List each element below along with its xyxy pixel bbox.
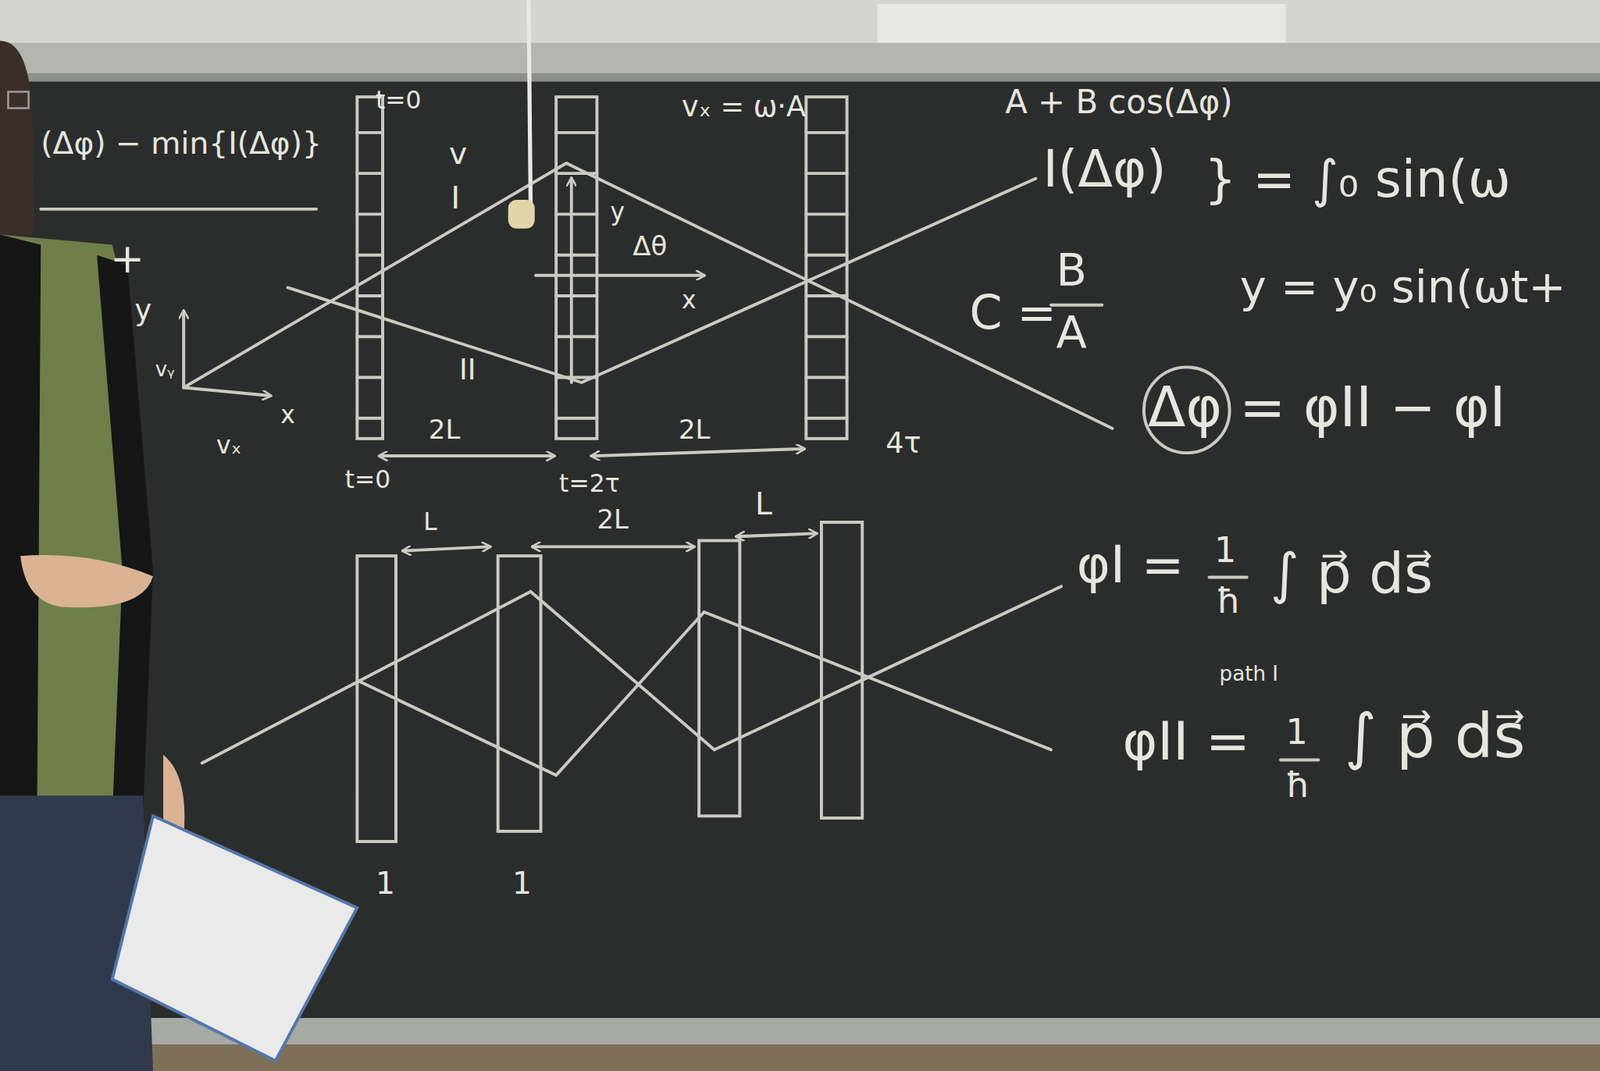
chalk-label: 1 bbox=[512, 867, 532, 900]
chalk-label: y bbox=[134, 295, 152, 326]
chalk-line bbox=[181, 311, 186, 389]
chalk-label: ħ bbox=[1286, 767, 1311, 805]
chalk-line bbox=[535, 274, 705, 278]
chalk-label: I(Δφ) bbox=[1043, 142, 1167, 197]
chalk-line bbox=[40, 207, 317, 211]
chalk-label: vᵧ bbox=[155, 359, 175, 381]
chalk-label: A bbox=[1055, 309, 1087, 357]
chalk-label: 1 bbox=[375, 867, 396, 900]
chalk-label: vₓ bbox=[216, 433, 242, 460]
chalk-label: 1 bbox=[1214, 532, 1237, 570]
chalk-label: L bbox=[755, 488, 773, 521]
chalk-group bbox=[40, 96, 1319, 842]
chalk-line bbox=[183, 388, 271, 396]
chalk-path bbox=[183, 163, 1112, 429]
chalk-label: B bbox=[1055, 246, 1087, 294]
chalk-line bbox=[1209, 576, 1248, 580]
chalk-line bbox=[528, 0, 531, 204]
chalk-rect bbox=[821, 522, 863, 819]
chalk-label: Δθ bbox=[632, 232, 667, 261]
chalk-rect bbox=[508, 199, 535, 229]
chalk-path bbox=[112, 816, 358, 1062]
chalk-line bbox=[570, 178, 574, 383]
chalk-path bbox=[359, 612, 1052, 776]
chalk-rect bbox=[698, 541, 740, 817]
chalk-label: } = ∫₀ sin(ω bbox=[1204, 153, 1511, 207]
chalk-label: I bbox=[451, 181, 461, 214]
chalk-label: 2L bbox=[428, 416, 461, 445]
chalk-label: t=2τ bbox=[559, 471, 620, 498]
chalk-rect bbox=[356, 96, 383, 439]
chalk-label: x bbox=[681, 287, 697, 314]
chalk-label: t=0 bbox=[345, 466, 392, 493]
chalk-rect bbox=[7, 92, 29, 109]
chalk-rect bbox=[805, 96, 847, 439]
chalk-label: L bbox=[423, 509, 437, 536]
chalk-label: x bbox=[280, 402, 296, 429]
chalk-line bbox=[1051, 303, 1102, 307]
chalk-label: + bbox=[110, 236, 145, 280]
chalk-label: ħ bbox=[1216, 583, 1241, 621]
chalk-label: C = bbox=[969, 287, 1056, 337]
chalk-path bbox=[0, 40, 35, 237]
chalk-rect bbox=[0, 0, 1600, 47]
chalk-label: φI = bbox=[1076, 538, 1185, 593]
chalk-rect bbox=[555, 96, 597, 439]
chalk-label: t=0 bbox=[375, 87, 422, 114]
chalk-label: path I bbox=[1219, 662, 1279, 685]
chalk-label: v bbox=[448, 137, 467, 170]
chalk-line bbox=[591, 448, 805, 457]
chalk-line bbox=[736, 533, 817, 537]
chalk-rect bbox=[877, 3, 1287, 45]
chalk-path bbox=[20, 555, 154, 608]
chalk-label: A + B cos(Δφ) bbox=[1004, 85, 1233, 121]
chalk-path bbox=[805, 132, 847, 419]
chalk-group bbox=[0, 40, 357, 1071]
chalk-label: φII = bbox=[1122, 714, 1250, 770]
chalk-line bbox=[1280, 759, 1319, 763]
chalk-label: II bbox=[459, 355, 477, 385]
chalk-label: ∫ p⃗ ds⃗ bbox=[1270, 545, 1433, 604]
chalk-line bbox=[379, 454, 554, 458]
chalk-label: y bbox=[609, 199, 625, 226]
chalk-label: ∫ p⃗ ds⃗ bbox=[1344, 704, 1526, 769]
chalk-label: (Δφ) − min{I(Δφ)} bbox=[40, 127, 322, 160]
chalk-path bbox=[288, 178, 1037, 383]
chalk-path bbox=[202, 586, 1062, 763]
chalk-label: 4τ bbox=[885, 428, 921, 459]
chalk-label: Δφ = φII − φI bbox=[1147, 379, 1506, 438]
chalk-line bbox=[532, 545, 694, 549]
chalk-rect bbox=[0, 42, 1600, 74]
chalk-line bbox=[402, 546, 490, 551]
chalk-path bbox=[96, 255, 154, 817]
chalk-rect bbox=[356, 555, 396, 842]
chalk-label: 2L bbox=[678, 416, 711, 445]
chalk-label: vₓ = ω·A bbox=[681, 92, 806, 122]
chalk-label: 1 bbox=[1286, 714, 1308, 752]
chalk-rect bbox=[0, 73, 1600, 82]
chalk-label: y = y₀ sin(ωt+ bbox=[1240, 263, 1567, 311]
chalk-path bbox=[356, 132, 383, 419]
chalk-rect bbox=[0, 1044, 1600, 1071]
chalk-label: 2L bbox=[596, 506, 629, 535]
